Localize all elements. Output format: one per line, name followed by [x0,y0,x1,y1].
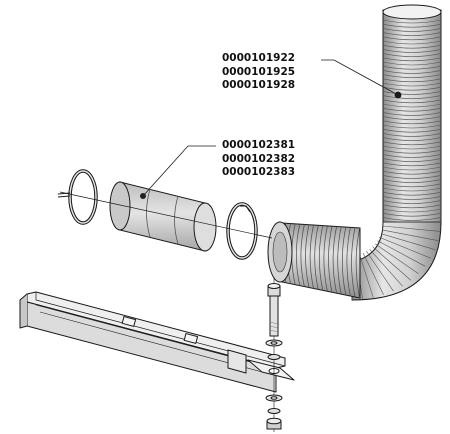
hose-rib [382,158,442,162]
hose-clamp-left [57,169,98,225]
hose-rib [382,91,442,95]
hose-rib [346,227,351,297]
hose-rib [382,229,439,241]
hose-part-numbers: 0000101922 0000101925 0000101928 [222,52,295,93]
hose-part-number: 0000101922 [222,52,296,64]
hose-rib [380,233,436,250]
sleeve-part-number: 0000102381 [222,139,296,151]
hose-rib [382,120,442,125]
hose-rib [323,225,328,292]
flexible-exhaust-hose [267,4,442,301]
hose-rib [382,133,442,137]
hose-rib [382,191,442,196]
hose-rib [382,154,442,158]
hose-rib [305,224,310,288]
hose-rib [382,19,442,24]
hose-rib [382,82,442,87]
hose-rib [318,225,324,291]
hose-rib [369,249,403,287]
hose-rib [382,99,442,104]
support-bracket [19,291,295,393]
hose-rib [382,61,442,66]
bolt-washer-nut-stack [265,278,283,432]
hose-rib [382,137,442,141]
hose-rib [382,74,442,78]
hose-rib [382,162,442,167]
hose-rib [382,149,442,154]
hose-rib [379,237,431,259]
hose-rib [382,170,442,175]
leader-lines [142,59,402,197]
sleeve-part-number: 0000102382 [222,152,296,165]
hose-rib [382,145,442,150]
hose-rib [382,208,442,213]
hose-rib [295,224,301,286]
hose-rib [359,253,374,298]
hose-rib [377,240,426,267]
hose-rib [382,32,442,36]
hose-rib [382,70,442,74]
hose-rib [362,252,384,296]
hose-rib [382,196,442,200]
hose-rib [382,78,442,83]
hose-rib [351,227,356,298]
connector-sleeve [109,181,217,252]
hose-rib [382,183,442,188]
hose-rib [382,23,442,28]
hose-rib [382,65,442,70]
hose-part-number: 0000101928 [222,79,296,91]
hose-rib [382,141,442,146]
hose-part-number: 0000101925 [222,65,296,78]
hose-rib [300,224,305,287]
hose-rib [314,225,319,290]
hose-rib [382,116,442,120]
hose-rib [309,224,314,289]
hose-rib [372,246,412,281]
hose-rib [341,227,347,296]
hose-rib [382,44,442,49]
hose-rib [382,225,441,232]
hose-rib [366,251,394,292]
hose-rib [382,217,442,221]
hose-rib [382,124,442,129]
hose-rib [382,200,442,204]
sleeve-part-numbers: 0000102381 0000102382 0000102383 [222,139,295,180]
hose-rib [382,175,442,179]
hose-rib [382,107,442,112]
hose-rib [382,187,442,192]
hose-rib [382,128,442,133]
hose-rib [375,243,419,274]
hose-rib [382,112,442,116]
hose-rib [337,226,342,295]
hose-rib [382,179,442,183]
hose-rib [382,40,442,45]
hose-rib [382,49,442,53]
sleeve-part-number: 0000102383 [222,166,296,178]
hose-rib [382,95,442,99]
hose-rib [355,227,360,298]
hose-rib [382,204,442,209]
assembly-axis-line [59,191,273,239]
hose-rib [332,226,337,294]
hose-clamp-right [226,202,258,260]
hose-rib [382,103,442,108]
hose-rib [382,28,442,32]
hose-rib [382,57,442,62]
hose-rib [382,212,442,217]
hose-rib [382,166,442,171]
hose-rib [382,36,442,41]
hose-rib [382,86,442,91]
hose-rib [328,226,333,293]
hose-rib [382,53,442,57]
